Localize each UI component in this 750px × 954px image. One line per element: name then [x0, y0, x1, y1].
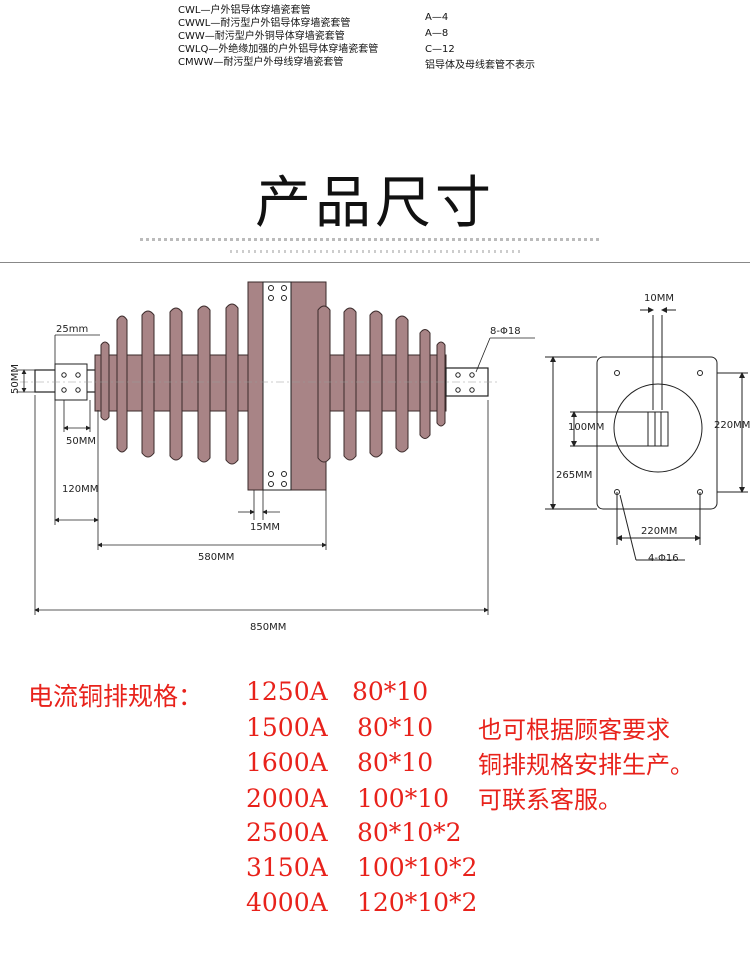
spec-label: 电流铜排规格： — [28, 682, 204, 711]
spec-current: 1250A — [246, 677, 328, 706]
dim-label: 25mm — [56, 324, 88, 335]
title-decoration — [230, 250, 520, 253]
model-legend: CWL—户外铝导体穿墙瓷套管 CWWL—耐污型户外铝导体穿墙瓷套管 CWW—耐污… — [178, 4, 378, 69]
spec-current: 4000A — [246, 888, 328, 917]
title-decoration — [140, 238, 600, 241]
dim-label: 100MM — [568, 422, 604, 433]
legend-line: C—12 — [425, 44, 455, 55]
legend-line: CWL—户外铝导体穿墙瓷套管 — [178, 5, 311, 16]
dimension-drawing: 25mm 50MM 50MM 120MM 15MM 580MM 850MM 8-… — [10, 281, 750, 633]
legend-line: A—4 — [425, 12, 449, 23]
legend-line: CMWW—耐污型户外母线穿墙瓷套管 — [178, 57, 344, 68]
customization-note: 可联系客服。 — [478, 786, 622, 814]
spec-current: 1500A — [246, 713, 328, 742]
dim-label: 120MM — [62, 484, 98, 495]
spec-size: 80*10 — [357, 713, 434, 742]
dim-label: 850MM — [250, 622, 286, 633]
dim-label: 10MM — [644, 293, 674, 304]
spec-current: 3150A — [246, 853, 328, 882]
customization-note: 铜排规格安排生产。 — [478, 751, 694, 779]
spec-size: 100*10*2 — [357, 853, 478, 882]
dim-label: 265MM — [556, 470, 592, 481]
pollution-grade-legend: A—4 A—8 C—12 铝导体及母线套管不表示 — [425, 10, 535, 74]
spec-size: 80*10*2 — [357, 818, 462, 847]
dim-label: 50MM — [66, 436, 96, 447]
spec-current: 2000A — [246, 784, 328, 813]
bushing-end-view — [545, 307, 748, 561]
dim-label: 220MM — [714, 420, 750, 431]
dim-label: 580MM — [198, 552, 234, 563]
dim-label: 8-Φ18 — [490, 326, 521, 337]
spec-size: 120*10*2 — [357, 888, 478, 917]
legend-line: CWW—耐污型户外铜导体穿墙瓷套管 — [178, 31, 345, 42]
dim-label: 4-Φ16 — [648, 553, 679, 564]
legend-line: CWLQ—外绝缘加强的户外铝导体穿墙瓷套管 — [178, 44, 379, 55]
divider — [0, 262, 750, 263]
spec-size: 80*10 — [352, 677, 429, 706]
page-title: 产品尺寸 — [255, 171, 495, 236]
legend-line: CWWL—耐污型户外铝导体穿墙瓷套管 — [178, 18, 351, 29]
dim-label: 15MM — [250, 522, 280, 533]
customization-note: 也可根据顾客要求 — [478, 716, 670, 744]
spec-size: 80*10 — [357, 748, 434, 777]
legend-line: A—8 — [425, 28, 449, 39]
spec-current: 1600A — [246, 748, 328, 777]
spec-size: 100*10 — [357, 784, 450, 813]
dim-label: 50MM — [10, 364, 21, 394]
spec-current: 2500A — [246, 818, 328, 847]
bushing-side-view — [20, 281, 500, 491]
legend-line: 铝导体及母线套管不表示 — [425, 60, 535, 71]
dim-label: 220MM — [641, 526, 677, 537]
